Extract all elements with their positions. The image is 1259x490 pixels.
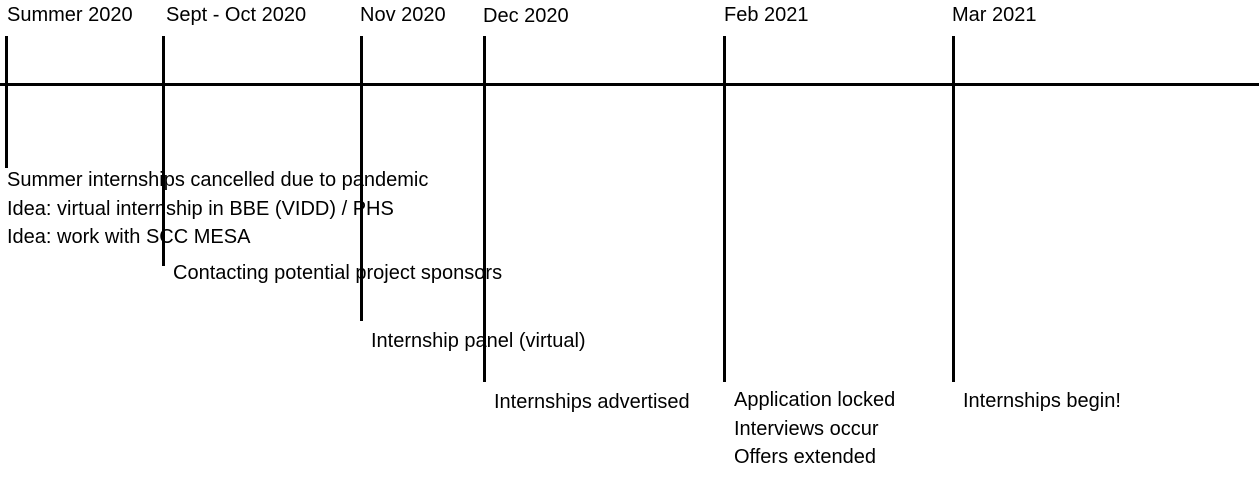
- tick-mar-2021: [952, 36, 955, 382]
- date-label-nov-2020: Nov 2020: [360, 4, 446, 26]
- events-summer-2020: Summer internships cancelled due to pand…: [7, 166, 428, 252]
- tick-nov-2020: [360, 36, 363, 321]
- events-nov-2020: Internship panel (virtual): [371, 327, 586, 356]
- tick-sept-oct-2020: [162, 36, 165, 266]
- events-feb-2021: Application locked Interviews occur Offe…: [734, 386, 895, 472]
- timeline-axis: [0, 83, 1259, 86]
- date-label-summer-2020: Summer 2020: [7, 4, 133, 26]
- event-text: Contacting potential project sponsors: [173, 262, 503, 284]
- event-text: Interviews occur: [734, 417, 879, 440]
- tick-summer-2020: [5, 36, 8, 168]
- event-text: Internships begin!: [963, 390, 1121, 412]
- tick-feb-2021: [723, 36, 726, 382]
- tick-dec-2020: [483, 36, 486, 382]
- event-text: Offers extended: [734, 446, 876, 468]
- date-label-mar-2021: Mar 2021: [952, 4, 1037, 26]
- event-text: Application locked: [734, 389, 896, 411]
- event-text: Idea: virtual internship in BBE (VIDD) /…: [7, 197, 394, 220]
- events-mar-2021: Internships begin!: [963, 387, 1121, 416]
- date-label-feb-2021: Feb 2021: [724, 4, 809, 26]
- date-label-dec-2020: Dec 2020: [483, 5, 569, 27]
- event-text: Internships advertised: [494, 391, 690, 413]
- event-text: Internship panel (virtual): [371, 330, 586, 352]
- event-text: Idea: work with SCC MESA: [7, 226, 251, 248]
- date-label-sept-oct-2020: Sept - Oct 2020: [166, 4, 307, 26]
- event-text: Summer internships cancelled due to pand…: [7, 169, 429, 191]
- events-sept-oct-2020: Contacting potential project sponsors: [173, 259, 502, 288]
- events-dec-2020: Internships advertised: [494, 388, 690, 417]
